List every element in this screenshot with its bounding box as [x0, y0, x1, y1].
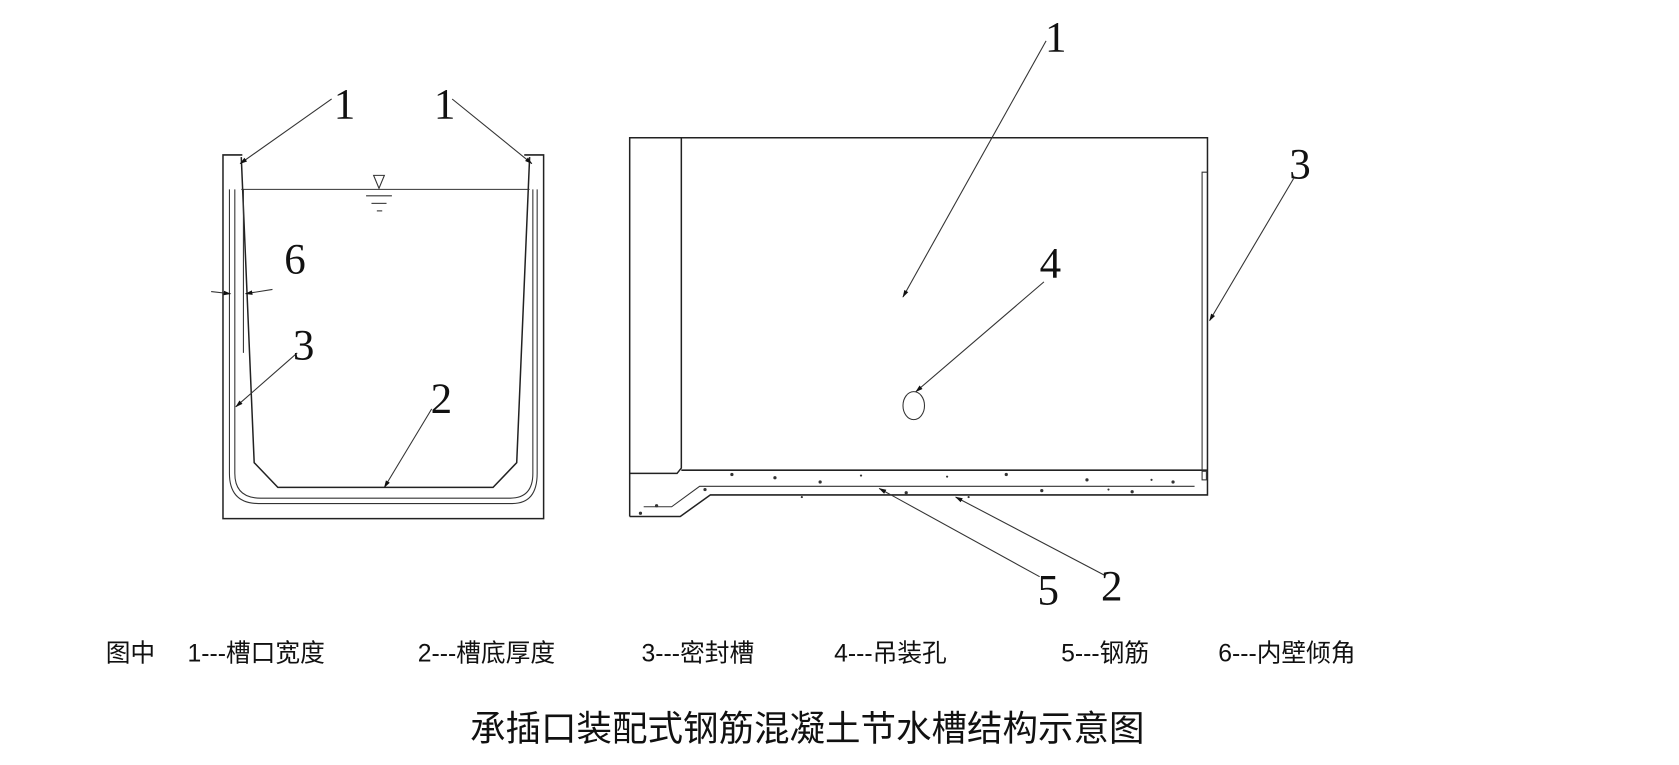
legend-item: 3---密封槽 — [642, 640, 755, 668]
water-level-icon — [366, 174, 392, 212]
lifting-hole — [902, 391, 926, 421]
rebar — [643, 485, 1195, 508]
legend-prefix: 图中 — [106, 640, 155, 668]
leader-arrow — [383, 408, 433, 489]
callout-3: 3 — [293, 322, 315, 369]
inner-wall — [240, 157, 531, 489]
leader-arrow — [239, 98, 332, 164]
legend-item: 4---吊装孔 — [834, 640, 947, 668]
leader-arrow — [902, 40, 1047, 298]
socket-column — [629, 137, 683, 475]
seal-groove-end — [1201, 470, 1207, 481]
callout-5: 5 — [1037, 568, 1059, 615]
legend-item: 1---槽口宽度 — [187, 640, 324, 668]
leader-arrow — [915, 281, 1045, 393]
seal-groove — [1201, 171, 1208, 471]
callout-2: 2 — [431, 376, 453, 423]
angle-arrow — [244, 288, 273, 295]
leader-arrow — [878, 488, 1040, 578]
side-view: 1 4 3 5 2 — [628, 15, 1311, 615]
callout-1: 1 — [334, 81, 356, 128]
legend-item: 5---钢筋 — [1061, 640, 1149, 668]
cross-section-view: 1 1 6 3 2 — [211, 81, 545, 520]
seal-groove-inner — [234, 189, 534, 499]
leader-arrow — [1209, 178, 1295, 322]
figure-title: 承插口装配式钢筋混凝土节水槽结构示意图 — [470, 708, 1145, 748]
callout-1: 1 — [1045, 15, 1067, 62]
outer-body — [628, 136, 1209, 518]
legend: 图中 1---槽口宽度 2---槽底厚度 3---密封槽 4---吊装孔 5--… — [106, 640, 1356, 668]
callout-3: 3 — [1289, 142, 1311, 189]
callout-2: 2 — [1101, 563, 1123, 610]
legend-item: 2---槽底厚度 — [418, 640, 555, 668]
concrete-hatching — [638, 472, 1175, 515]
callout-4: 4 — [1040, 241, 1062, 288]
leader-arrow — [955, 496, 1106, 577]
legend-item: 6---内壁倾角 — [1218, 640, 1355, 668]
leader-arrow — [451, 98, 533, 165]
angle-arrow — [211, 290, 232, 296]
seal-groove-outer — [228, 189, 538, 505]
callout-1: 1 — [434, 81, 456, 128]
leader-arrow — [235, 352, 298, 408]
callout-6: 6 — [284, 236, 306, 283]
outer-body — [222, 154, 545, 520]
